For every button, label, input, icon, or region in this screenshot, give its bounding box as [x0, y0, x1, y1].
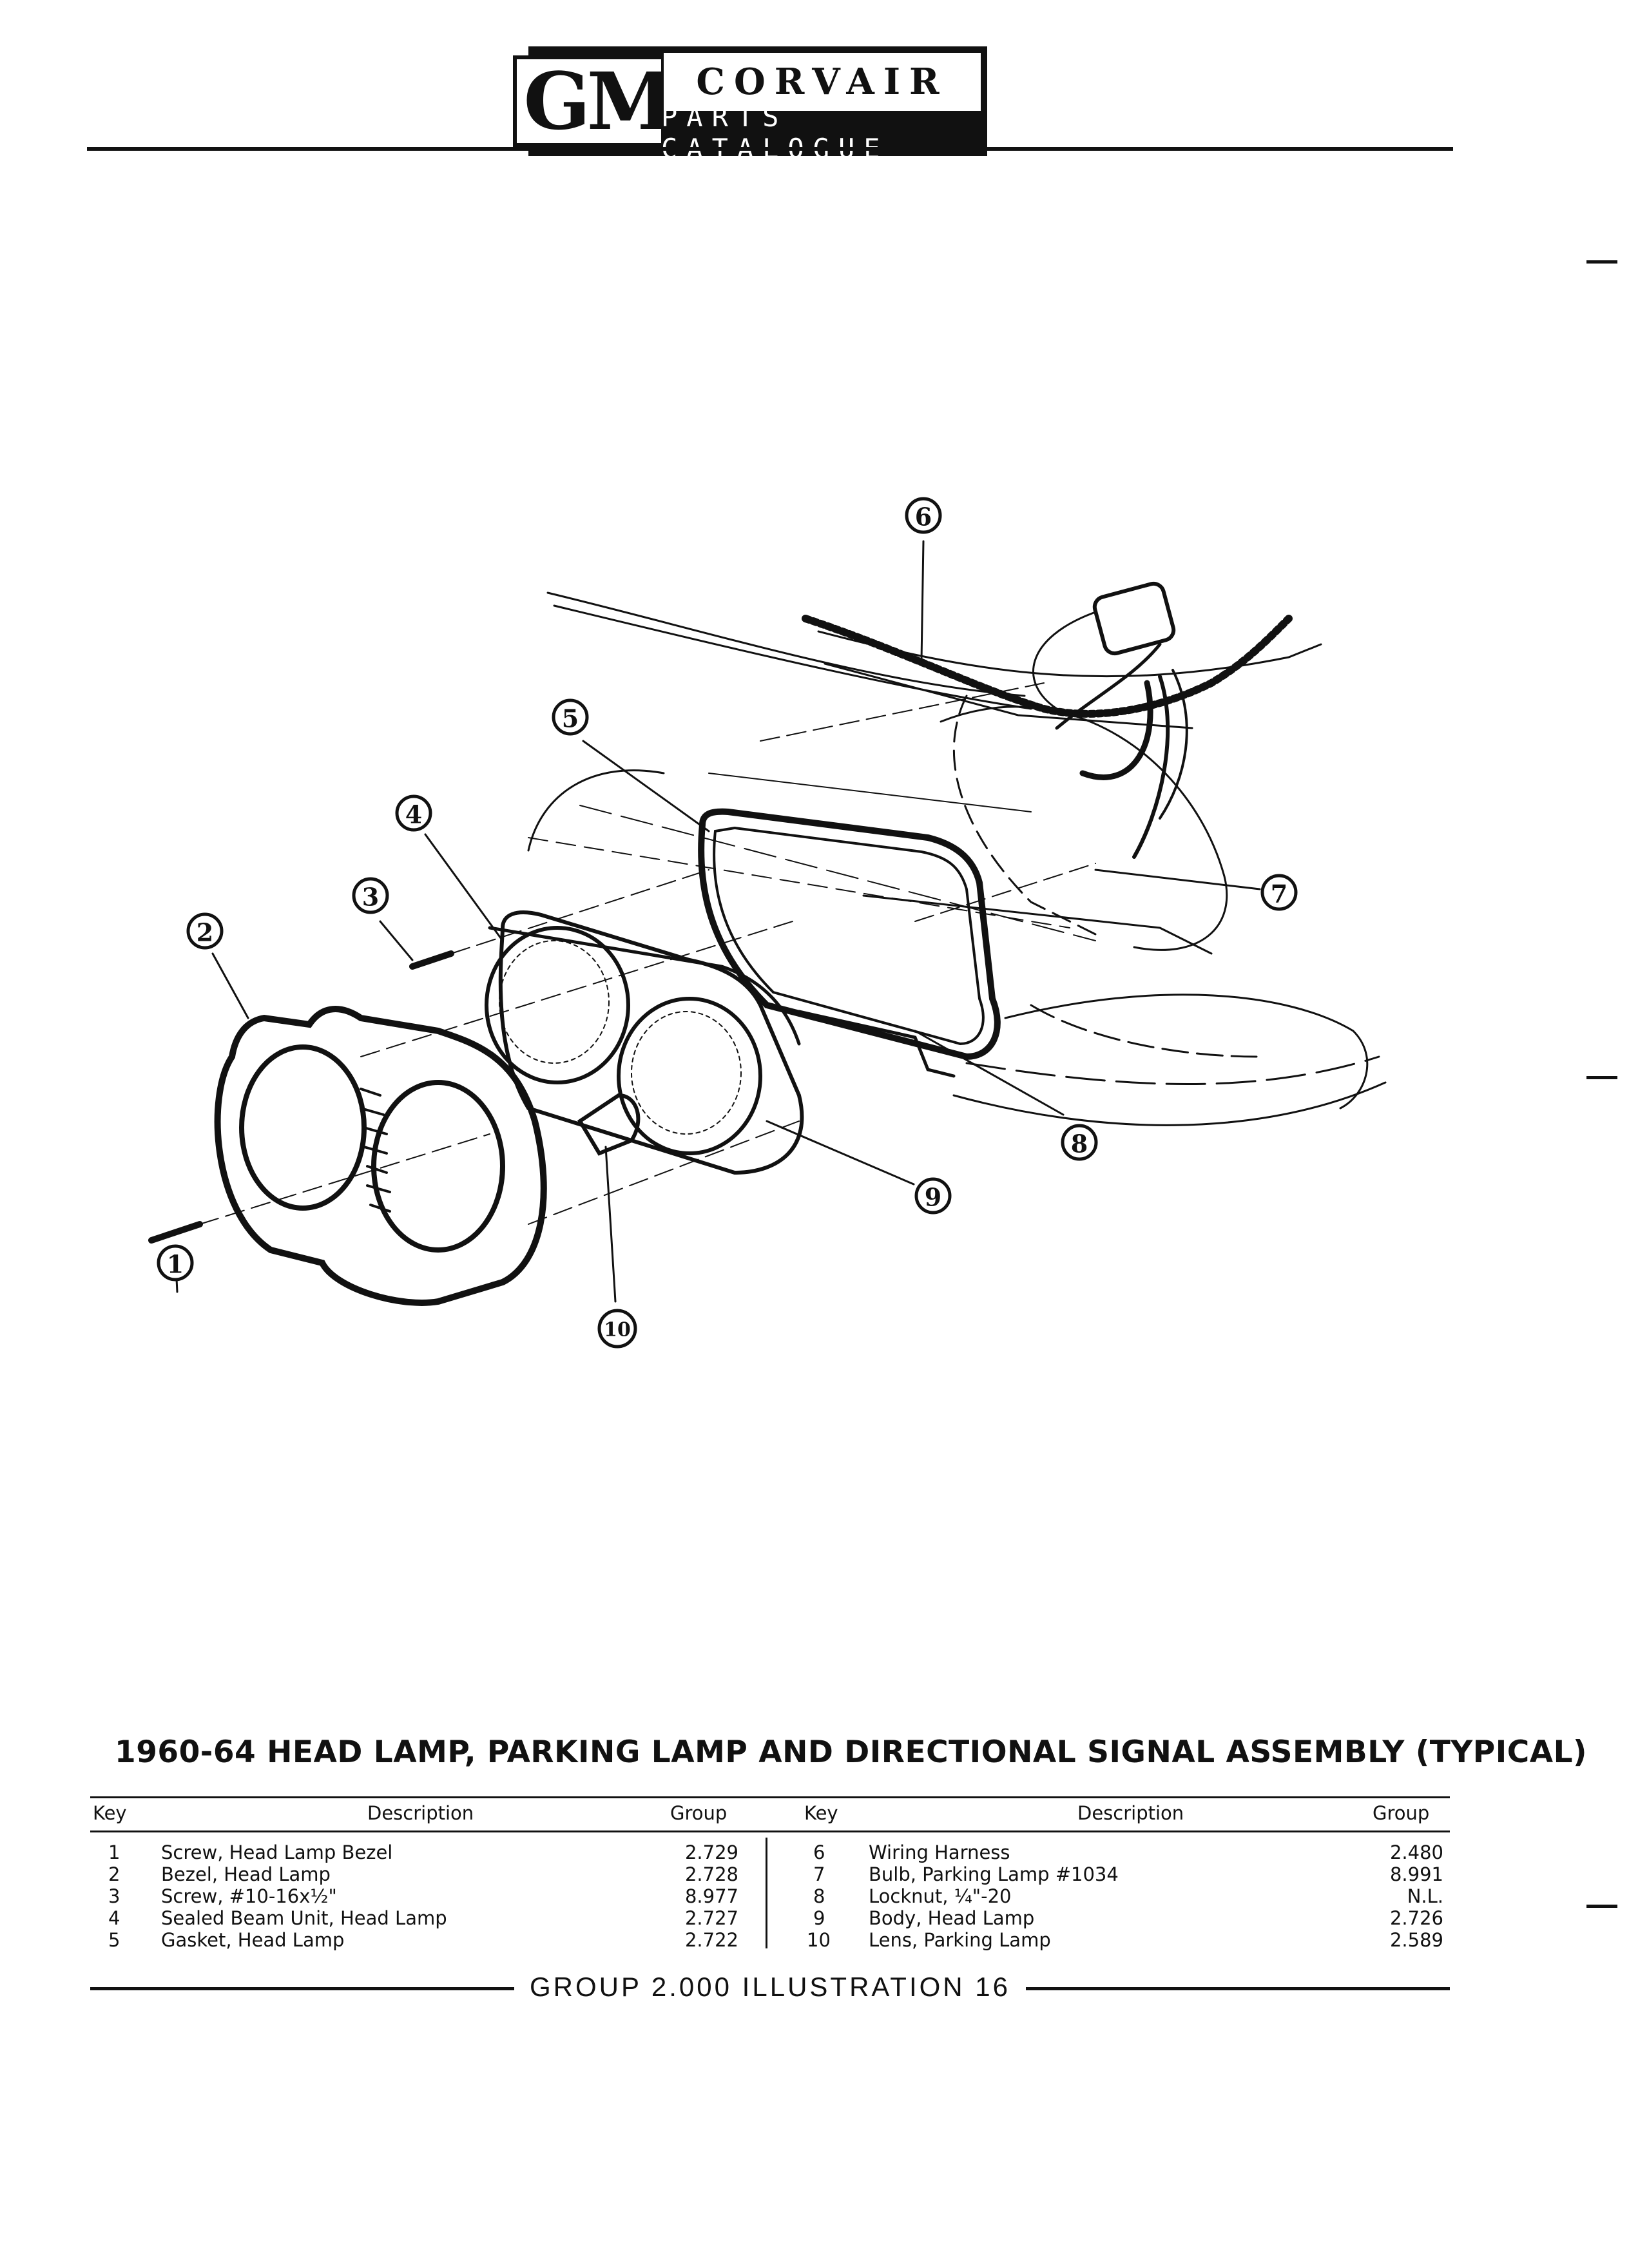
- harness-wire: [1079, 680, 1153, 780]
- callout-2: 2: [186, 912, 224, 950]
- bumper-line: [965, 1055, 1380, 1085]
- leader-2: [211, 952, 249, 1019]
- callout-10: 10: [597, 1309, 637, 1349]
- leader-8: [914, 1030, 1065, 1116]
- table-row: 2 Bezel, Head Lamp 2.728 7 Bulb, Parking…: [108, 1863, 1443, 1885]
- column-divider: [766, 1838, 767, 1948]
- sealed-beam-right: [617, 997, 762, 1155]
- leader-9: [766, 1120, 915, 1186]
- harness-branch: [1032, 611, 1097, 710]
- table-row: 3 Screw, #10-16x½" 8.977 8 Locknut, ¼"-2…: [108, 1885, 1443, 1907]
- fender-outline: [546, 591, 1026, 697]
- hood-line: [708, 773, 1032, 812]
- svg-text:4: 4: [405, 800, 422, 829]
- leader-5: [582, 740, 710, 832]
- callout-5: 5: [552, 698, 589, 736]
- bezel-opening-right: [371, 1080, 505, 1253]
- footer-text: GROUP 2.000 ILLUSTRATION 16: [514, 1972, 1027, 2002]
- callout-6: 6: [905, 497, 942, 534]
- leader-3: [379, 920, 414, 961]
- col-key: Key: [804, 1802, 838, 1824]
- bumper-line: [1004, 994, 1369, 1110]
- gasket-inner: [713, 826, 985, 1046]
- bezel-grille: [360, 1088, 391, 1213]
- centerline: [528, 1120, 800, 1225]
- parts-table: Key Description Group Key Description Gr…: [90, 1796, 1450, 1951]
- inner-panel: [952, 695, 1097, 936]
- callout-1: 1: [157, 1244, 194, 1282]
- centerline: [914, 863, 1096, 922]
- fender-arch: [527, 769, 665, 852]
- callout-8: 8: [1061, 1124, 1098, 1161]
- illustration-title: 1960-64 HEAD LAMP, PARKING LAMP AND DIRE…: [115, 1735, 1588, 1770]
- table-header: Key Description Group Key Description Gr…: [90, 1796, 1450, 1832]
- head-lamp-bezel: [214, 1006, 547, 1306]
- harness-connector: [1092, 581, 1176, 656]
- col-key: Key: [93, 1802, 127, 1824]
- leader-6: [920, 540, 925, 662]
- fender-outline: [553, 604, 1032, 710]
- page-footer: GROUP 2.000 ILLUSTRATION 16: [90, 1968, 1450, 2006]
- leader-4: [424, 833, 504, 942]
- gasket: [698, 808, 1001, 1061]
- table-row: 5 Gasket, Head Lamp 2.722 10 Lens, Parki…: [108, 1929, 1443, 1951]
- callout-9: 9: [914, 1177, 952, 1215]
- fender-lower-line: [824, 662, 1193, 729]
- svg-text:9: 9: [925, 1183, 941, 1212]
- wiring-harness: [1055, 642, 1162, 730]
- col-group: Group: [670, 1802, 728, 1824]
- centerline: [199, 1133, 490, 1225]
- screw-bezel: [148, 1221, 203, 1244]
- gm-logo: GM: [513, 50, 680, 152]
- svg-text:3: 3: [362, 883, 379, 912]
- svg-text:6: 6: [915, 503, 932, 532]
- screw-10-16: [409, 950, 454, 970]
- head-lamp-body-flange: [488, 926, 801, 1046]
- footer-rule: [90, 1987, 535, 1990]
- margin-mark: [1586, 1905, 1617, 1908]
- svg-text:8: 8: [1071, 1129, 1088, 1158]
- wiring-harness: [802, 615, 1293, 718]
- leader-10: [604, 1146, 617, 1303]
- sealed-beam-left-lens: [499, 940, 610, 1064]
- head-lamp-body: [498, 910, 804, 1175]
- leader-7: [1094, 869, 1261, 890]
- margin-mark: [1586, 260, 1617, 264]
- svg-text:1: 1: [167, 1250, 184, 1279]
- col-description: Description: [1077, 1802, 1184, 1824]
- centerline: [360, 921, 793, 1057]
- sealed-beam-left: [485, 926, 630, 1084]
- centerline: [760, 682, 1045, 742]
- hood-line: [528, 837, 1070, 928]
- svg-text:2: 2: [197, 918, 213, 947]
- centerline: [450, 869, 709, 954]
- table-row: 1 Screw, Head Lamp Bezel 2.729 6 Wiring …: [108, 1841, 1443, 1863]
- margin-mark: [1586, 1076, 1617, 1079]
- col-group: Group: [1373, 1802, 1430, 1824]
- callout-4: 4: [395, 794, 432, 832]
- bezel-opening-left: [239, 1044, 367, 1211]
- callout-3: 3: [352, 877, 389, 914]
- bumper-line: [1030, 1004, 1258, 1058]
- bumper-line: [952, 1081, 1387, 1126]
- brand-name: CORVAIR: [661, 50, 983, 113]
- callout-7: 7: [1260, 874, 1298, 911]
- header-rule: [87, 147, 1453, 151]
- svg-text:7: 7: [1271, 879, 1287, 908]
- svg-text:5: 5: [562, 704, 579, 733]
- catalogue-header: GM CORVAIR PARTS CATALOGUE: [513, 46, 987, 164]
- harness-wire: [1159, 669, 1188, 820]
- footer-rule: [1005, 1987, 1450, 1990]
- svg-text:10: 10: [604, 1319, 631, 1341]
- table-row: 4 Sealed Beam Unit, Head Lamp 2.727 9 Bo…: [108, 1907, 1443, 1929]
- sealed-beam-right-lens: [631, 1011, 742, 1135]
- parking-lamp-lens: [577, 1093, 641, 1156]
- col-description: Description: [367, 1802, 474, 1824]
- mounting-bracket: [797, 1010, 956, 1078]
- harness-wire: [1132, 675, 1170, 859]
